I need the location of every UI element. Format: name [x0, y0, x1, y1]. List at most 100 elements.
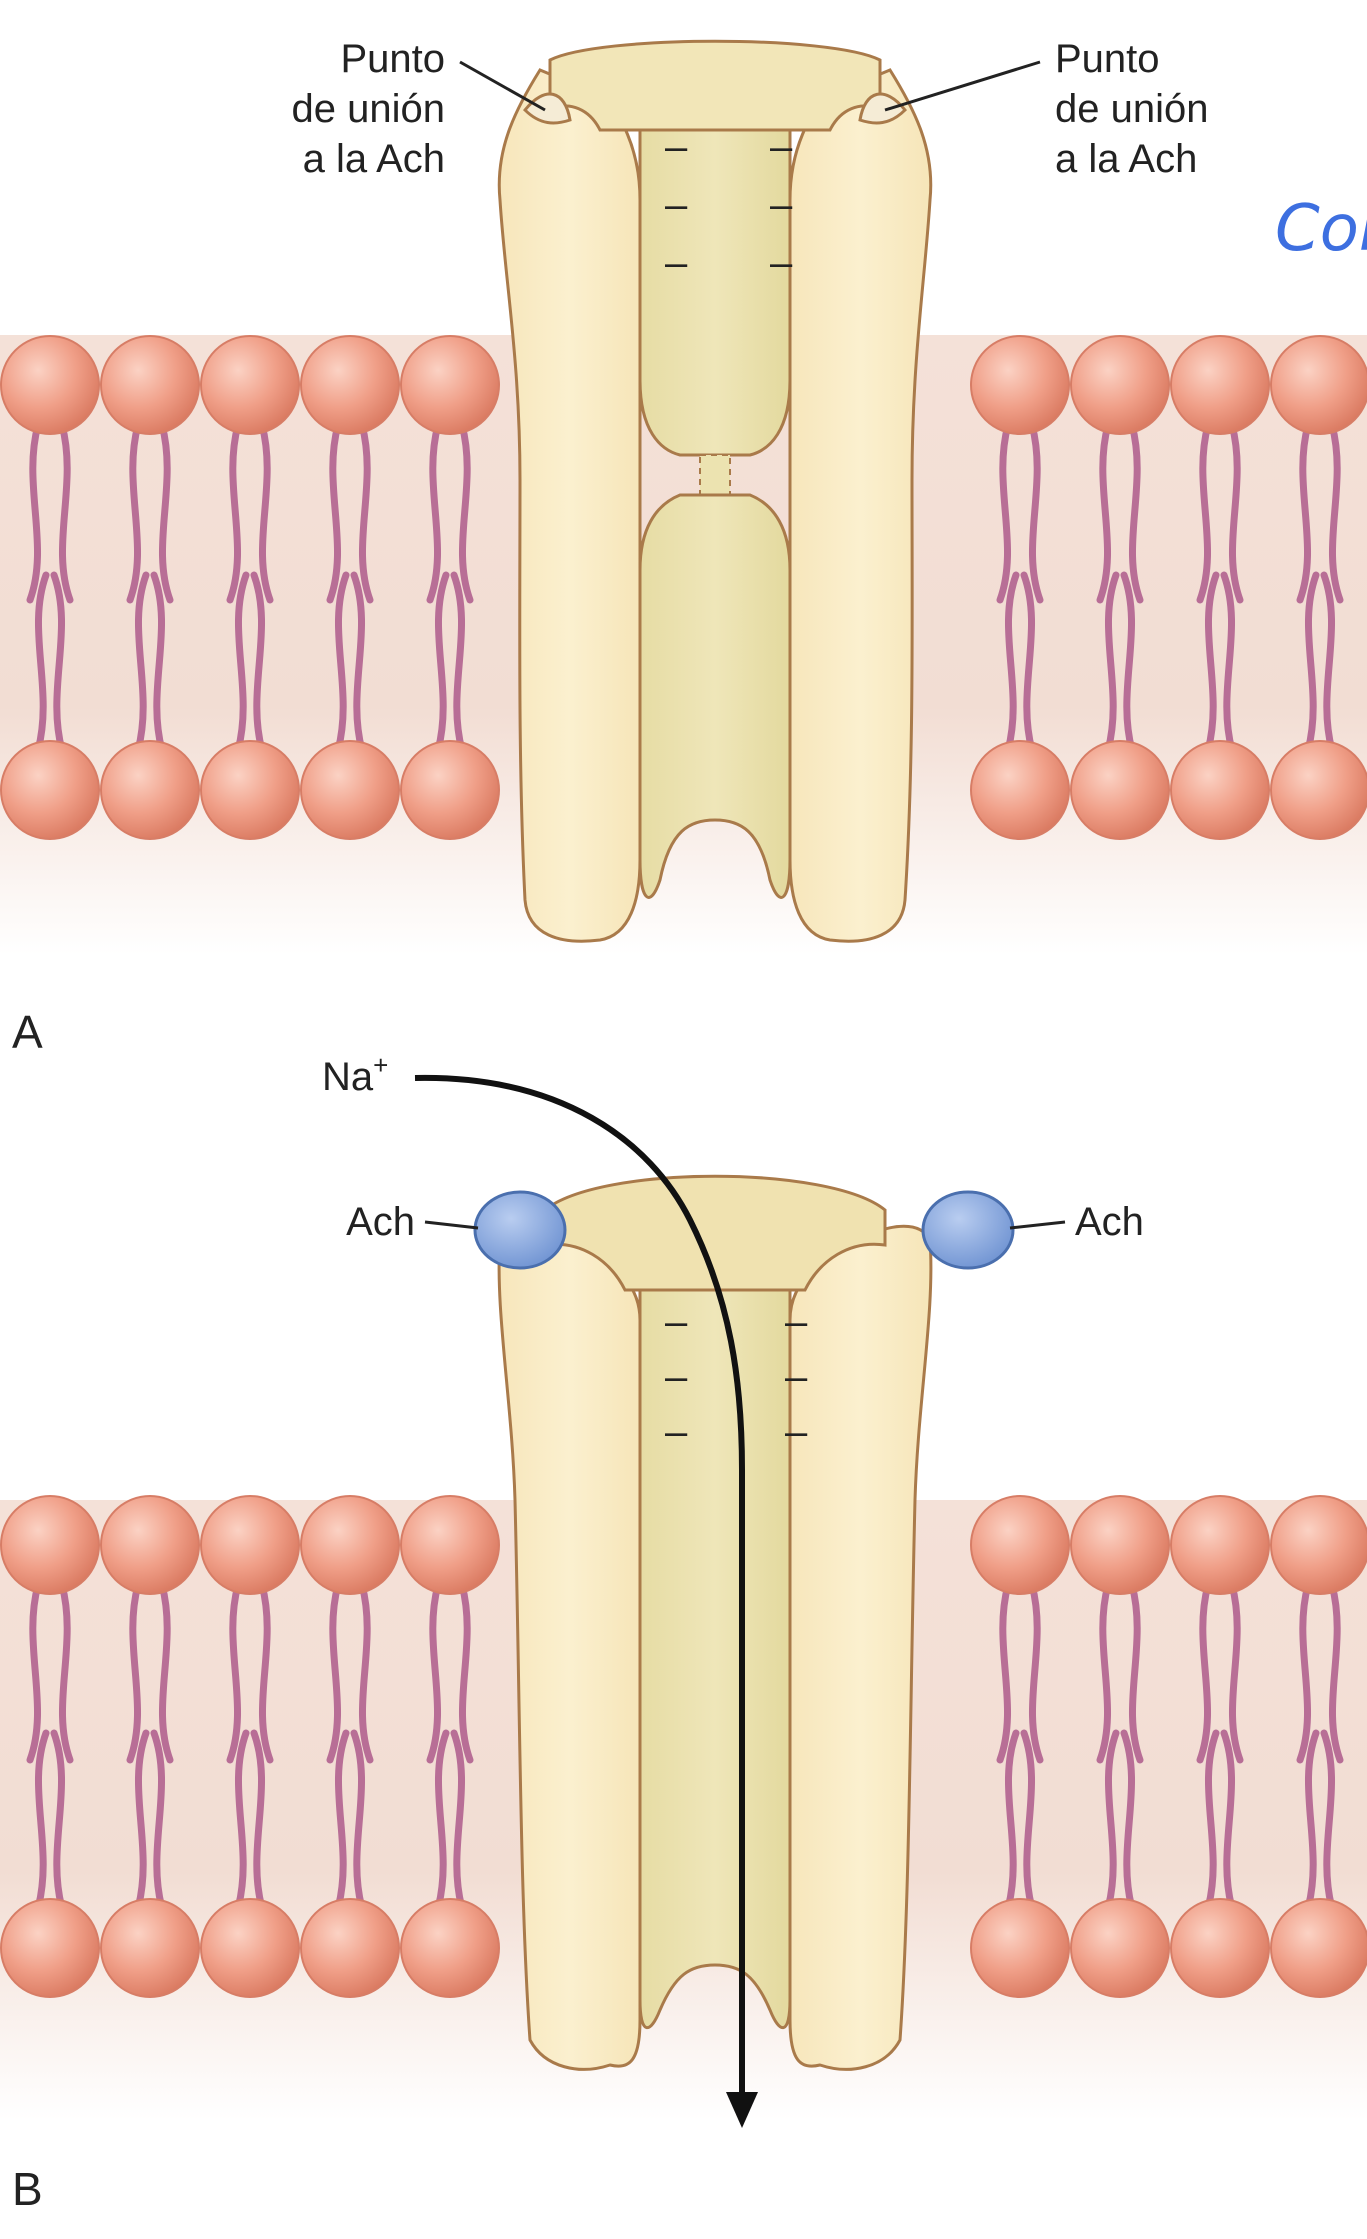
lipid-tail	[58, 1581, 74, 1764]
charge-mark: –	[770, 125, 793, 169]
lipid-tail	[434, 571, 450, 754]
lipid-tail	[258, 421, 274, 604]
binding-site-label-left: Punto de unión a la Ach	[292, 37, 546, 181]
lipid-head	[100, 1898, 200, 1998]
lipid-tail	[158, 1581, 174, 1764]
panel-a: – – – – – – Punto de unión a la Ach Punt…	[0, 37, 1367, 1058]
charge-mark: –	[665, 241, 688, 285]
lipid-head	[1270, 740, 1367, 840]
lipid-tail	[234, 1729, 250, 1912]
lipid-head	[1070, 1898, 1170, 1998]
lipid-tail	[34, 1729, 50, 1912]
lipid-head	[970, 335, 1070, 435]
lipid-tail	[426, 1581, 442, 1764]
arrow-head	[726, 2092, 758, 2128]
charge-mark: –	[770, 183, 793, 227]
lipid-tail	[58, 421, 74, 604]
label-line: de unión	[292, 87, 445, 131]
lipid-tail	[1204, 571, 1220, 754]
lipid-head	[0, 335, 100, 435]
lipid-head	[300, 1898, 400, 1998]
leader-line	[459, 60, 546, 112]
lipid-tail	[326, 1581, 342, 1764]
lipid-head	[100, 740, 200, 840]
lipid-head	[300, 740, 400, 840]
lipid-tail	[1320, 1729, 1336, 1912]
lipid-tail	[250, 1729, 266, 1912]
lipid-head	[100, 1495, 200, 1595]
ach-label-left: Ach	[346, 1200, 415, 1244]
lipid-tail	[34, 571, 50, 754]
charge-mark: –	[665, 1410, 688, 1454]
acetylcholine-molecule-right	[921, 1190, 1015, 1270]
lipid-tail	[358, 421, 374, 604]
pore-lower	[638, 493, 792, 899]
panel-letter-b: B	[12, 2163, 43, 2215]
lipid-tail	[1104, 1729, 1120, 1912]
lipid-tail	[1220, 571, 1236, 754]
lipid-tail	[1304, 1729, 1320, 1912]
lipid-tail	[1304, 571, 1320, 754]
lipid-head	[1270, 1495, 1367, 1595]
lipid-head	[400, 335, 500, 435]
lipid-tail	[258, 1581, 274, 1764]
lipid-head	[970, 740, 1070, 840]
lipid-head	[970, 1495, 1070, 1595]
lipid-head	[1170, 1495, 1270, 1595]
lipid-head	[400, 1495, 500, 1595]
lipid-tail	[1104, 571, 1120, 754]
lipid-tail	[250, 571, 266, 754]
lipid-tail	[458, 1581, 474, 1764]
lipid-head	[300, 1495, 400, 1595]
lipid-tail	[996, 421, 1012, 604]
lipid-bilayer	[0, 1495, 1367, 1998]
lipid-head	[1070, 1495, 1170, 1595]
lipid-head	[300, 335, 400, 435]
lipid-tail	[1228, 421, 1244, 604]
lipid-head	[1070, 335, 1170, 435]
lipid-head	[1170, 1898, 1270, 1998]
lipid-head	[200, 1898, 300, 1998]
pore-upper	[638, 128, 792, 457]
leader-line	[424, 1220, 479, 1230]
lipid-tail	[150, 1729, 166, 1912]
label-line: a la Ach	[1055, 137, 1197, 181]
lipid-tail	[350, 1729, 366, 1912]
charge-mark: –	[665, 1300, 688, 1344]
lipid-head	[200, 1495, 300, 1595]
binding-site-label-right: Punto de unión a la Ach	[884, 37, 1208, 181]
lipid-tail	[158, 421, 174, 604]
lipid-tail	[1128, 1581, 1144, 1764]
lipid-head	[400, 1898, 500, 1998]
lipid-tail	[1220, 1729, 1236, 1912]
lipid-head	[0, 1898, 100, 1998]
lipid-tail	[1028, 1581, 1044, 1764]
lipid-tail	[1196, 1581, 1212, 1764]
channel-subunit-left	[497, 68, 642, 943]
channel-closed: – – – – – –	[497, 39, 933, 943]
lipid-tail	[1320, 571, 1336, 754]
lipid-tail	[50, 1729, 66, 1912]
panel-letter-a: A	[12, 1006, 43, 1058]
lipid-tail	[1004, 571, 1020, 754]
lipid-tail	[1020, 571, 1036, 754]
handwritten-note: Col	[1275, 192, 1367, 266]
charge-mark: –	[665, 183, 688, 227]
lipid-tail	[1228, 1581, 1244, 1764]
charge-mark: –	[785, 1355, 808, 1399]
lipid-tail	[150, 571, 166, 754]
lipid-tail	[1020, 1729, 1036, 1912]
acetylcholine-molecule-left	[473, 1190, 567, 1270]
sodium-ion-label: Na+	[322, 1050, 388, 1099]
binding-pocket-right	[858, 92, 908, 125]
charge-mark: –	[785, 1410, 808, 1454]
lipid-head	[1170, 335, 1270, 435]
pore-charges: – – – – – –	[665, 125, 793, 285]
lipid-tail	[450, 1729, 466, 1912]
lipid-tail	[1028, 421, 1044, 604]
lipid-tail	[126, 1581, 142, 1764]
lipid-tail	[1096, 421, 1112, 604]
lipid-tail	[1328, 421, 1344, 604]
binding-pocket-left	[522, 92, 572, 125]
